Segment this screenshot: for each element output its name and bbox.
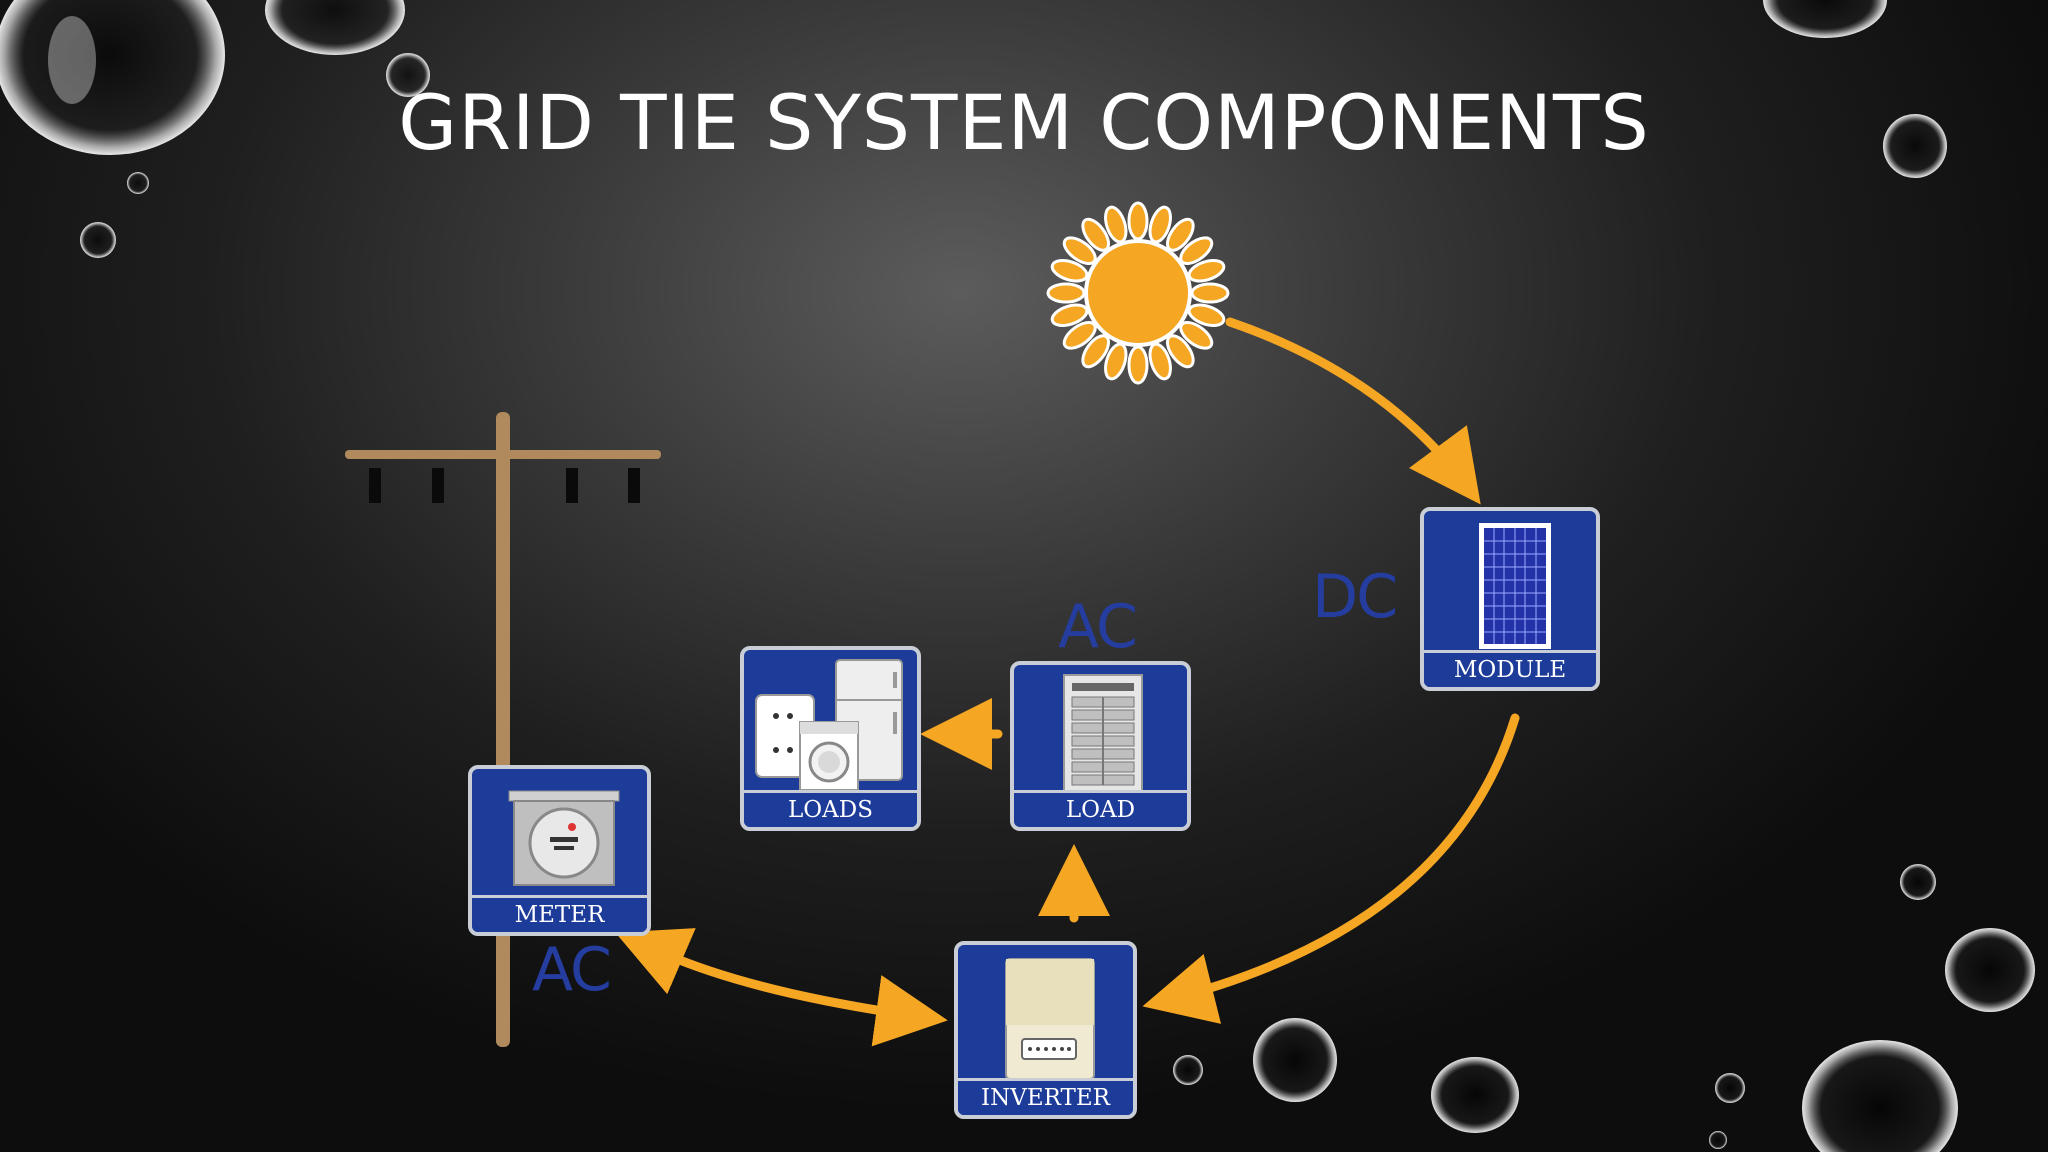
sun-ray [1190, 282, 1230, 304]
solar-panel-icon [1479, 523, 1551, 649]
arrow-sun-to-module [1225, 317, 1481, 505]
sun-ray [1050, 259, 1089, 283]
ac-meter-label: AC [532, 935, 612, 1005]
arrow-inverter-meter-bidirectional [615, 928, 948, 1047]
module-label: MODULE [1424, 650, 1596, 687]
sun-ray [1081, 334, 1111, 369]
sun-ray [1104, 342, 1128, 381]
inverter-tile: INVERTER [954, 941, 1137, 1119]
sun-ray [1127, 345, 1149, 385]
sun-ray [1165, 217, 1195, 252]
sun-core [1084, 239, 1192, 347]
load-center-tile: LOAD CENTER [1010, 661, 1191, 831]
sun-ray [1081, 217, 1111, 252]
sun-ray [1127, 201, 1149, 241]
meter-icon [508, 790, 620, 886]
loads-tile: LOADS [740, 646, 921, 831]
dc-label: DC [1312, 562, 1398, 632]
inverter-label: INVERTER [958, 1078, 1133, 1115]
meter-tile: METER [468, 765, 651, 936]
meter-label: METER [472, 895, 647, 932]
sun-ray [1179, 236, 1214, 266]
sun-ray [1165, 334, 1195, 369]
slide-title: GRID TIE SYSTEM COMPONENTS [398, 78, 1650, 167]
flow-arrows [615, 317, 1520, 1047]
sun-ray [1062, 236, 1097, 266]
ac-load-center-label: AC [1058, 592, 1138, 662]
sun-ray [1046, 282, 1086, 304]
inverter-icon [1005, 958, 1095, 1080]
sun-ray [1148, 205, 1172, 244]
sun-ray [1148, 342, 1172, 381]
load-center-label: LOAD CENTER [1014, 790, 1187, 827]
sun-ray [1179, 320, 1214, 350]
appliances-icon [755, 659, 903, 791]
sun-ray [1050, 303, 1089, 327]
sun-ray [1187, 303, 1226, 327]
sun-ray [1187, 259, 1226, 283]
utility-pole-icon [345, 412, 661, 1047]
breaker-panel-icon [1063, 674, 1143, 794]
sun-ray [1062, 320, 1097, 350]
sun-ray [1104, 205, 1128, 244]
sun-icon [1046, 201, 1230, 385]
arrow-module-to-inverter [1142, 713, 1520, 1024]
loads-label: LOADS [744, 790, 917, 827]
module-tile: MODULE [1420, 507, 1600, 691]
